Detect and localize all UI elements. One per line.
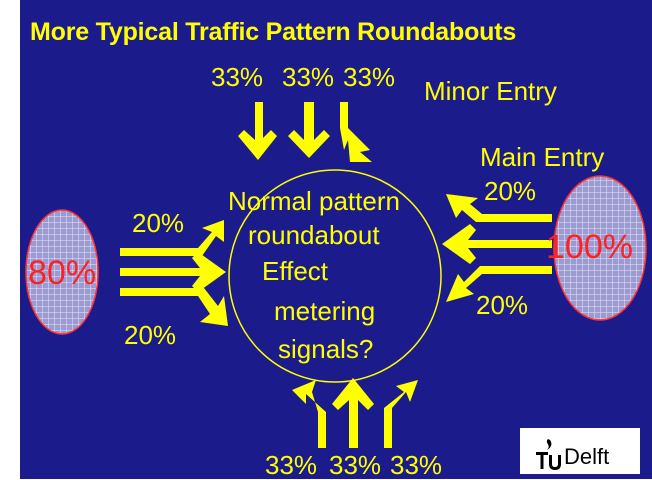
center-text-line-3: Effect [262, 256, 329, 286]
top-mid-percent: 33% [282, 62, 335, 92]
top-right-arrow [340, 102, 372, 162]
logo-text: Delft [564, 444, 610, 469]
center-text-line-4: metering [274, 296, 376, 326]
left-mid-arrow [120, 252, 226, 292]
main-entry-label: Main Entry [480, 142, 605, 172]
right-bottom-percent: 20% [476, 290, 529, 320]
bottom-mid-arrow [332, 378, 374, 448]
right-zone-oval [553, 175, 647, 321]
right-mid-arrow [442, 224, 552, 264]
top-right-percent: 33% [343, 62, 396, 92]
center-text-line-2: roundabout [248, 220, 380, 250]
slide-title: More Typical Traffic Pattern Roundabouts [30, 18, 517, 46]
bottom-left-percent: 33% [265, 450, 318, 480]
top-left-arrow [238, 102, 277, 160]
left-top-arrow [120, 220, 224, 256]
bottom-left-arrow [292, 380, 326, 448]
top-mid-arrow [288, 102, 330, 158]
bottom-right-arrow [384, 380, 418, 448]
left-top-percent: 20% [132, 208, 185, 238]
tu-flame-icon [536, 439, 561, 470]
bottom-mid-percent: 33% [329, 450, 382, 480]
left-big-percent: 80% [28, 254, 97, 292]
bottom-right-percent: 33% [390, 450, 443, 480]
roundabout-circle [228, 169, 442, 383]
left-zone-oval [25, 209, 99, 335]
right-top-arrow [446, 194, 552, 222]
right-bottom-arrow [446, 266, 552, 302]
top-left-percent: 33% [211, 62, 264, 92]
left-bottom-arrow [120, 288, 228, 326]
tu-delft-logo: Delft [520, 428, 640, 474]
right-big-percent: 100% [546, 228, 633, 266]
right-top-percent: 20% [484, 176, 537, 206]
center-text-line-1: Normal pattern [228, 186, 400, 216]
left-bottom-percent: 20% [124, 320, 177, 350]
center-text-line-5: signals? [278, 334, 374, 364]
minor-entry-label: Minor Entry [424, 76, 557, 106]
